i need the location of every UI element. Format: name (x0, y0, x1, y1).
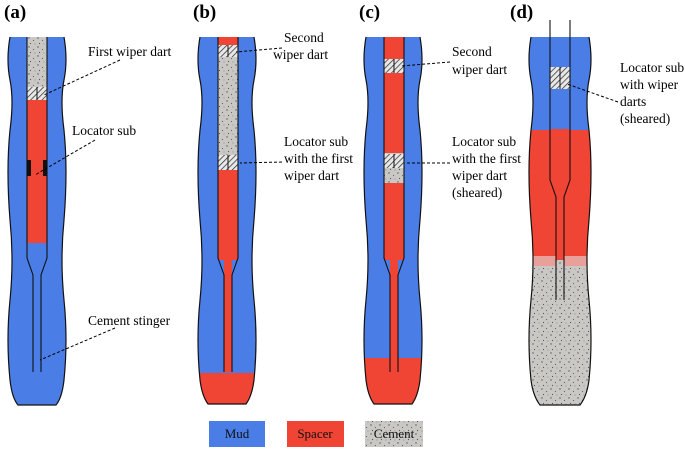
legend-cement-label: Cement (374, 426, 415, 441)
callout-locator-d-1: Locator sub (620, 60, 684, 75)
legend-spacer-label: Spacer (297, 426, 333, 441)
callout-locator-d-3: darts (620, 94, 646, 109)
spacer-swatch (287, 421, 344, 447)
callout-locator-c-2: with the first (452, 151, 521, 166)
stinger-a (26, 37, 48, 372)
callout-locator-b-3: wiper dart (284, 168, 339, 183)
cement-swatch (365, 421, 423, 447)
legend-mud-label: Mud (225, 426, 250, 441)
panel-b: (b) Second wiper dart Locator sub with t… (193, 2, 353, 405)
callout-cement-stinger: Cement stinger (88, 313, 171, 328)
callout-first-wiper-dart: First wiper dart (88, 44, 171, 59)
stinger-d (549, 20, 571, 300)
panel-a: (a) First wiper dart Locator sub Cement … (4, 2, 171, 406)
legend-cement: Cement (365, 421, 423, 447)
panel-a-letter: (a) (4, 2, 26, 23)
legend: Mud Spacer Cement (209, 421, 423, 447)
panel-b-letter: (b) (193, 2, 216, 23)
legend-mud: Mud (209, 421, 265, 447)
callout-second-wiper-dart-c-1: Second (452, 44, 492, 59)
stinger-c (383, 37, 405, 372)
mud-swatch (209, 421, 265, 447)
locator-sub-left (27, 160, 31, 176)
callout-locator-d-2: with wiper (620, 77, 679, 92)
callout-locator-c-4: (sheared) (452, 185, 502, 200)
panel-c-letter: (c) (359, 2, 380, 23)
callout-second-wiper-dart-2: wiper dart (273, 47, 328, 62)
callout-locator-d-4: (sheared) (620, 111, 670, 126)
panel-d-letter: (d) (510, 2, 533, 23)
stinger-b (217, 37, 239, 372)
callout-locator-sub: Locator sub (72, 123, 136, 138)
callout-locator-c-3: wiper dart (452, 168, 507, 183)
callout-locator-b-1: Locator sub (284, 134, 348, 149)
panel-d: (d) Locator sub with wiper darts (sheare… (510, 2, 684, 406)
spacer-bottom (198, 373, 256, 404)
callout-locator-b-2: with the first (284, 151, 353, 166)
callout-second-wiper-dart-1: Second (284, 30, 324, 45)
locator-sub-right (43, 160, 47, 176)
callout-locator-c-1: Locator sub (452, 134, 516, 149)
callout-second-wiper-dart-c-2: wiper dart (452, 62, 507, 77)
legend-spacer: Spacer (287, 421, 344, 447)
panel-c: (c) Second wiper dart Locator sub with t… (359, 2, 521, 405)
